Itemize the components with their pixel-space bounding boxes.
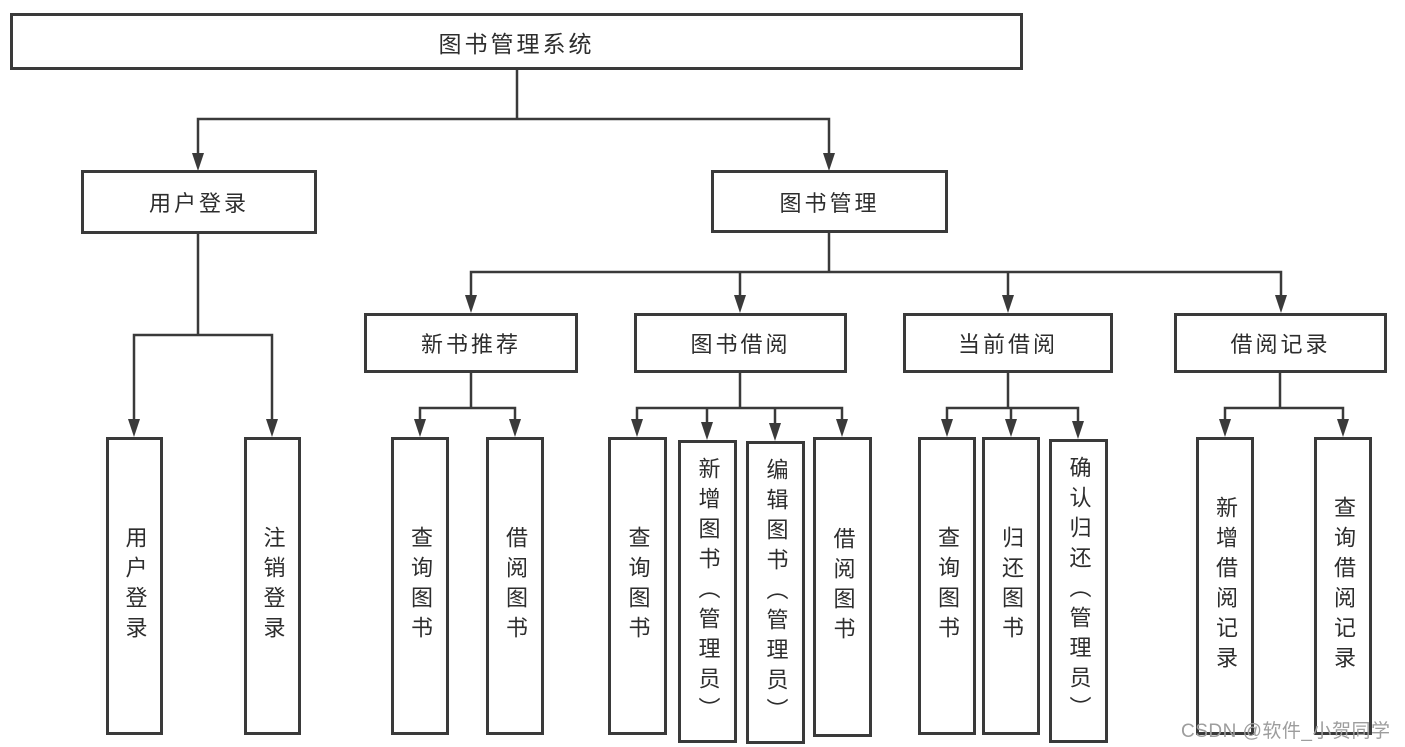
leaf-query-books-recommend: 查询图书 bbox=[391, 437, 449, 735]
connector-lines bbox=[132, 68, 1345, 427]
arrowheads bbox=[128, 153, 1349, 441]
node-borrowing-records: 借阅记录 bbox=[1174, 313, 1387, 373]
leaf-borrow-books-borrowing: 借阅图书 bbox=[813, 437, 872, 737]
node-current-borrowing: 当前借阅 bbox=[903, 313, 1113, 373]
leaf-query-books-borrowing: 查询图书 bbox=[608, 437, 667, 735]
leaf-edit-books-admin: 编辑图书（管理员） bbox=[746, 441, 805, 744]
node-user-login: 用户登录 bbox=[81, 170, 317, 234]
leaf-borrow-books-recommend: 借阅图书 bbox=[486, 437, 544, 735]
leaf-return-books: 归还图书 bbox=[982, 437, 1040, 735]
node-book-borrowing: 图书借阅 bbox=[634, 313, 847, 373]
leaf-add-books-admin: 新增图书（管理员） bbox=[678, 440, 737, 743]
node-new-book-recommendation: 新书推荐 bbox=[364, 313, 578, 373]
leaf-query-books-current: 查询图书 bbox=[918, 437, 976, 735]
leaf-user-login: 用户登录 bbox=[106, 437, 163, 735]
leaf-add-borrow-record: 新增借阅记录 bbox=[1196, 437, 1254, 735]
node-library-management-system: 图书管理系统 bbox=[10, 13, 1023, 70]
node-book-management: 图书管理 bbox=[711, 170, 948, 233]
leaf-query-borrow-record: 查询借阅记录 bbox=[1314, 437, 1372, 735]
leaf-logout: 注销登录 bbox=[244, 437, 301, 735]
leaf-confirm-return-admin: 确认归还（管理员） bbox=[1049, 439, 1108, 743]
watermark: CSDN @软件_小贺同学 bbox=[1181, 721, 1391, 742]
